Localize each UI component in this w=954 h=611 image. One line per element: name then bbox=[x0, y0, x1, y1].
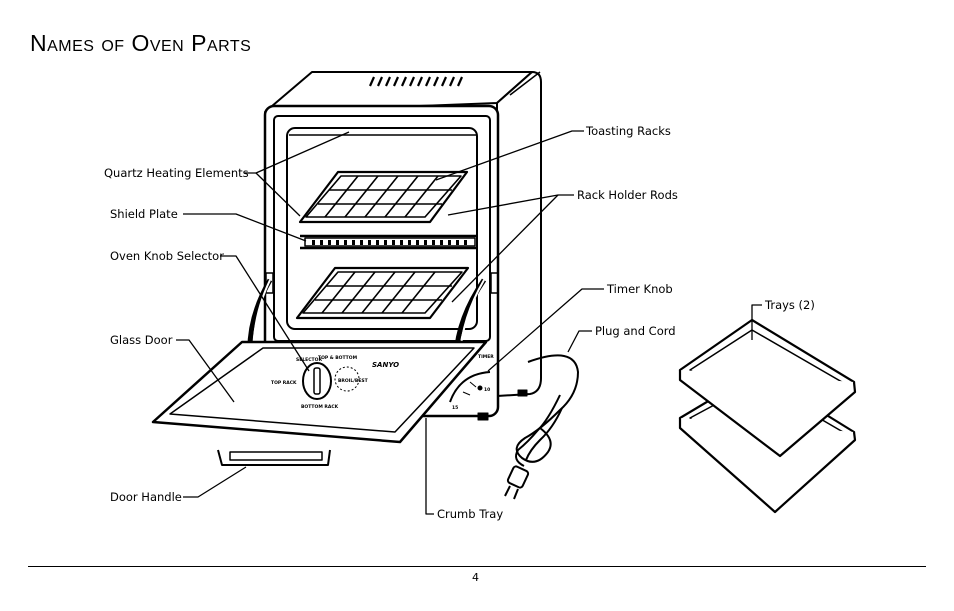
panel-selector-text: SELECTOR bbox=[296, 357, 322, 363]
label-glass-door: Glass Door bbox=[110, 333, 173, 347]
label-quartz-heating-elements: Quartz Heating Elements bbox=[104, 166, 249, 180]
label-door-handle: Door Handle bbox=[110, 490, 182, 504]
shield-plate bbox=[300, 234, 478, 250]
panel-bottom-rack-text: BOTTOM RACK bbox=[301, 404, 339, 410]
page-number: 4 bbox=[472, 571, 479, 584]
label-toasting-racks: Toasting Racks bbox=[586, 124, 671, 138]
footer-divider bbox=[28, 566, 926, 567]
panel-top-rack-text: TOP RACK bbox=[271, 380, 297, 386]
bottom-rack bbox=[295, 266, 470, 320]
panel-timer-text: TIMER bbox=[478, 354, 494, 360]
label-shield-plate: Shield Plate bbox=[110, 207, 178, 221]
panel-broil-text: BROIL/BEST bbox=[338, 378, 369, 384]
label-oven-knob-selector: Oven Knob Selector bbox=[110, 249, 224, 263]
oven-illustration bbox=[151, 71, 542, 466]
trays-illustration bbox=[678, 318, 857, 514]
panel-t15-text: 15 bbox=[452, 405, 458, 411]
page-title: Names of Oven Parts bbox=[30, 30, 252, 56]
vent-slots bbox=[368, 76, 464, 87]
brand-logo: SANYO bbox=[372, 361, 399, 369]
plug-and-cord bbox=[504, 354, 579, 500]
label-timer-knob: Timer Knob bbox=[607, 282, 673, 296]
leader-lines bbox=[176, 130, 762, 515]
panel-top-bottom-text: TOP & BOTTOM bbox=[318, 355, 358, 361]
label-crumb-tray: Crumb Tray bbox=[437, 507, 504, 521]
panel-t10-text: 10 bbox=[484, 387, 490, 393]
label-plug-and-cord: Plug and Cord bbox=[595, 324, 676, 338]
label-rack-holder-rods: Rack Holder Rods bbox=[577, 188, 678, 202]
top-rack bbox=[298, 170, 469, 224]
label-trays: Trays (2) bbox=[765, 298, 815, 312]
